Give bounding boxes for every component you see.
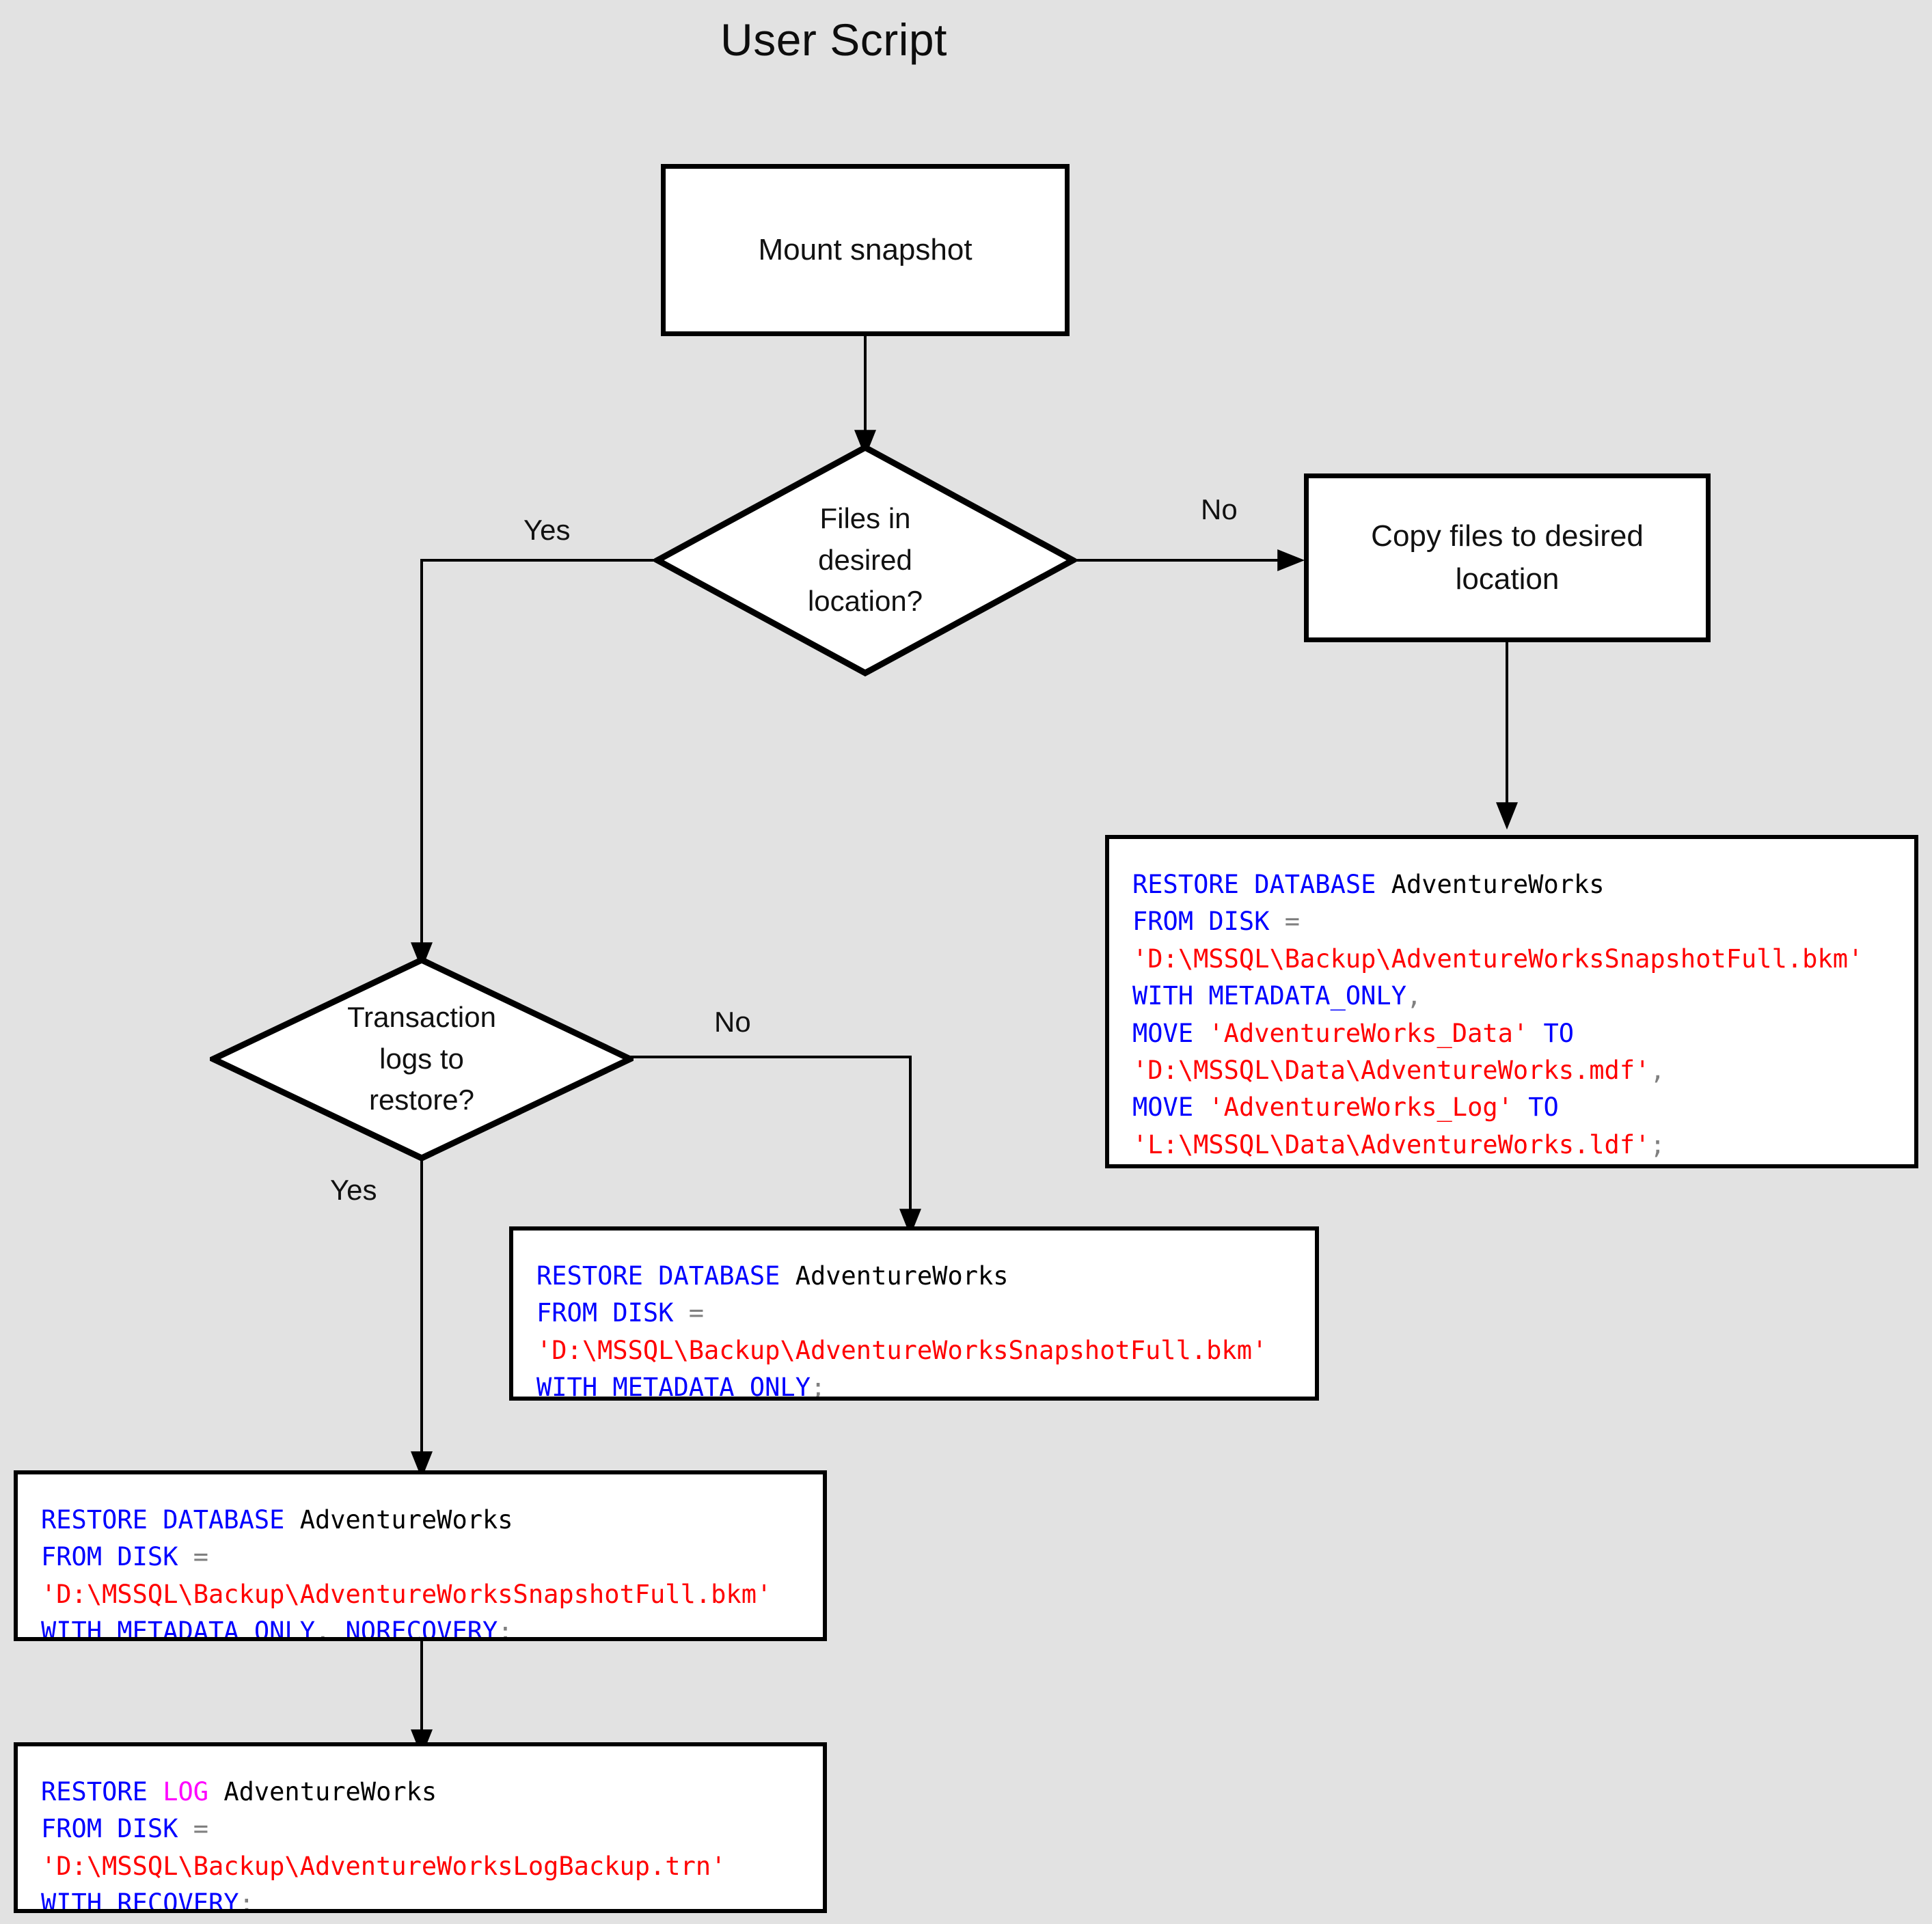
code-line: WITH RECOVERY; bbox=[41, 1885, 802, 1913]
code-token: 'D:\MSSQL\Backup\AdventureWorksSnapshotF… bbox=[41, 1579, 772, 1609]
page-title: User Script bbox=[720, 14, 947, 65]
code-token: 'D:\MSSQL\Data\AdventureWorks.mdf' bbox=[1132, 1055, 1650, 1085]
code-token: NORECOVERY bbox=[345, 1617, 498, 1641]
code-line: 'D:\MSSQL\Backup\AdventureWorksSnapshotF… bbox=[1132, 941, 1894, 978]
code-line: 'D:\MSSQL\Data\AdventureWorks.mdf', bbox=[1132, 1052, 1894, 1089]
code-token bbox=[208, 1777, 223, 1806]
code-token: = bbox=[1284, 907, 1301, 937]
code-line: FROM DISK = bbox=[1132, 903, 1894, 940]
code-token: AdventureWorks bbox=[223, 1777, 437, 1806]
code-token: WITH RECOVERY bbox=[41, 1888, 239, 1913]
code-token: FROM DISK bbox=[1132, 907, 1285, 937]
code-token: RESTORE DATABASE bbox=[536, 1261, 795, 1291]
code-line: WITH METADATA_ONLY, bbox=[1132, 978, 1894, 1015]
code-token: 'D:\MSSQL\Backup\AdventureWorksLogBackup… bbox=[41, 1851, 726, 1881]
code-token: 'AdventureWorks_Data' bbox=[1208, 1018, 1529, 1048]
code-token: AdventureWorks bbox=[795, 1261, 1009, 1291]
code-line: RESTORE LOG AdventureWorks bbox=[41, 1774, 802, 1811]
code-token: AdventureWorks bbox=[299, 1505, 513, 1535]
code-token: WITH METADATA_ONLY bbox=[1132, 981, 1406, 1011]
code-token: TO bbox=[1512, 1092, 1559, 1123]
code-token: AdventureWorks bbox=[1391, 870, 1605, 899]
code-token: ; bbox=[1650, 1129, 1665, 1159]
code-token: FROM DISK bbox=[536, 1298, 689, 1328]
code-token: ; bbox=[239, 1888, 254, 1913]
code-token: RESTORE DATABASE bbox=[41, 1505, 300, 1535]
code-token: 'D:\MSSQL\Backup\AdventureWorksSnapshotF… bbox=[1132, 944, 1864, 974]
edge-label-files-no: No bbox=[1201, 493, 1238, 525]
code-token: WITH METADATA_ONLY bbox=[41, 1617, 315, 1641]
code-line: MOVE 'AdventureWorks_Data' TO bbox=[1132, 1015, 1894, 1052]
node-transaction-logs[interactable]: Transaction logs to restore? bbox=[210, 957, 634, 1162]
code-token: LOG bbox=[163, 1777, 209, 1806]
node-mount-snapshot[interactable]: Mount snapshot bbox=[661, 164, 1070, 336]
code-line: FROM DISK = bbox=[41, 1539, 802, 1576]
code-token: , bbox=[1406, 981, 1422, 1011]
node-mount-snapshot-label: Mount snapshot bbox=[758, 232, 972, 266]
code-line: FROM DISK = bbox=[536, 1295, 1294, 1332]
code-token: TO bbox=[1528, 1018, 1575, 1048]
node-copy-files-label: Copy files to desired location bbox=[1371, 519, 1644, 596]
code-line: RESTORE DATABASE AdventureWorks bbox=[536, 1258, 1294, 1295]
code-line: RESTORE DATABASE AdventureWorks bbox=[1132, 866, 1894, 903]
code-token: FROM DISK bbox=[41, 1814, 193, 1844]
code-token: 'L:\MSSQL\Data\AdventureWorks.ldf' bbox=[1132, 1129, 1650, 1159]
code-token: = bbox=[193, 1542, 209, 1572]
code-line: RESTORE DATABASE AdventureWorks bbox=[41, 1502, 802, 1539]
code-line: FROM DISK = bbox=[41, 1811, 802, 1847]
code-token: RESTORE bbox=[41, 1777, 163, 1806]
code-token: RESTORE DATABASE bbox=[1132, 870, 1391, 899]
code-token: ; bbox=[810, 1373, 826, 1401]
code-token: ; bbox=[498, 1617, 513, 1641]
code-line: 'D:\MSSQL\Backup\AdventureWorksLogBackup… bbox=[41, 1848, 802, 1885]
code-token: 'D:\MSSQL\Backup\AdventureWorksSnapshotF… bbox=[536, 1335, 1268, 1365]
node-files-in-desired-location-label: Files in desired location? bbox=[807, 501, 923, 618]
code-token: = bbox=[688, 1298, 705, 1328]
node-files-in-desired-location[interactable]: Files in desired location? bbox=[654, 444, 1076, 676]
code-line: 'D:\MSSQL\Backup\AdventureWorksSnapshotF… bbox=[41, 1576, 802, 1613]
diamond-shape bbox=[210, 957, 634, 1162]
code-line: WITH METADATA_ONLY; bbox=[536, 1369, 1294, 1401]
code-token: FROM DISK bbox=[41, 1542, 193, 1572]
code-line: 'D:\MSSQL\Backup\AdventureWorksSnapshotF… bbox=[536, 1332, 1294, 1369]
node-copy-files[interactable]: Copy files to desired location bbox=[1304, 473, 1711, 642]
code-token: MOVE bbox=[1132, 1018, 1209, 1048]
edge-label-logs-no: No bbox=[714, 1006, 751, 1038]
code-line: 'L:\MSSQL\Data\AdventureWorks.ldf'; bbox=[1132, 1127, 1894, 1164]
code-line: WITH METADATA_ONLY, NORECOVERY; bbox=[41, 1613, 802, 1641]
code-token: MOVE bbox=[1132, 1092, 1209, 1123]
node-transaction-logs-label: Transaction logs to restore? bbox=[347, 1000, 496, 1116]
code-token: , bbox=[314, 1617, 346, 1641]
code-token: , bbox=[1650, 1055, 1665, 1085]
diamond-shape bbox=[654, 444, 1076, 676]
edge-label-files-yes: Yes bbox=[523, 514, 571, 546]
code-line: MOVE 'AdventureWorks_Log' TO bbox=[1132, 1089, 1894, 1126]
edge-label-logs-yes: Yes bbox=[330, 1174, 377, 1206]
code-token: WITH METADATA_ONLY bbox=[536, 1373, 811, 1401]
code-token: = bbox=[193, 1814, 209, 1844]
code-token: 'AdventureWorks_Log' bbox=[1208, 1092, 1513, 1123]
